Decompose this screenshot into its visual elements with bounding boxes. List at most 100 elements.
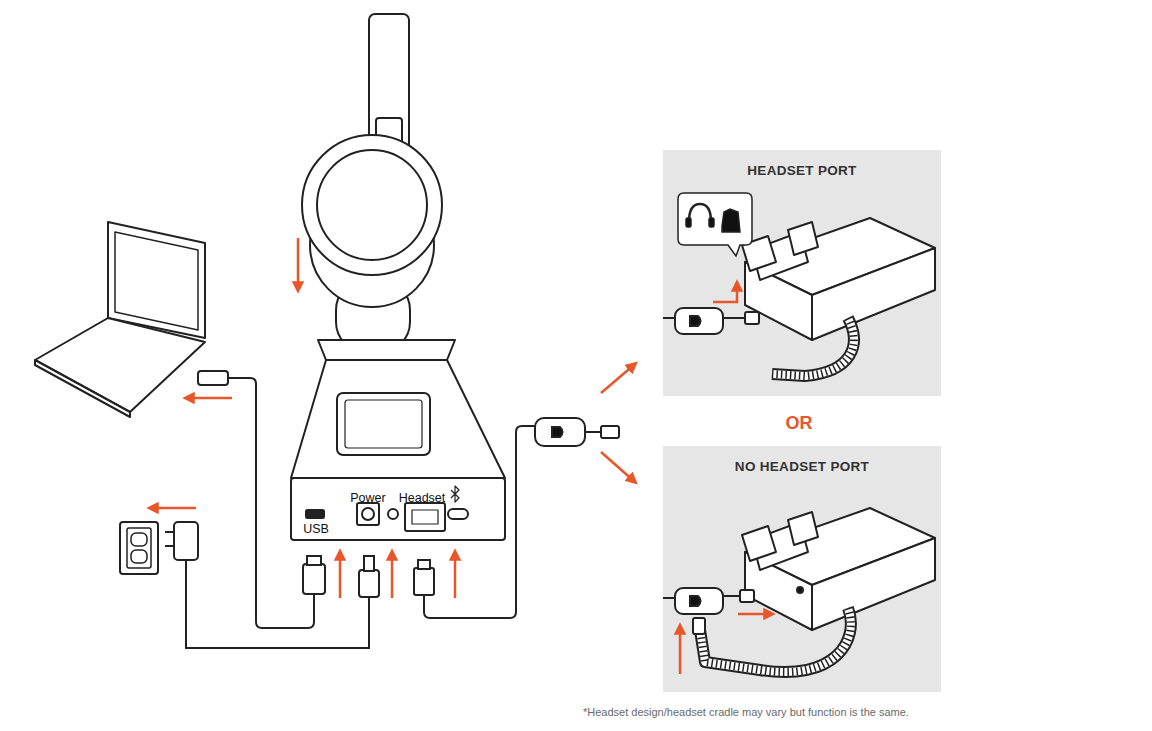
desk-phone-part — [788, 512, 818, 545]
port-label: Headset — [399, 491, 446, 505]
headset-part — [317, 150, 427, 260]
panel-title: NO HEADSET PORT — [663, 446, 941, 474]
port-icon-bubble-part — [709, 218, 714, 227]
port-icon-bubble-part — [686, 218, 691, 227]
headset-adapter-part — [723, 595, 740, 597]
power-plug-part — [364, 556, 374, 571]
panel-box: NO HEADSET PORT — [663, 446, 941, 692]
wall-outlet — [120, 522, 158, 574]
base-station-part — [412, 510, 438, 524]
headset-cable-part — [585, 431, 601, 433]
base-station-part — [405, 503, 445, 531]
power-plug — [359, 556, 379, 597]
base-station-part — [318, 340, 455, 360]
desk-phone-part — [788, 222, 818, 255]
headset-adapter — [663, 588, 754, 634]
headset-cable-part — [535, 418, 585, 446]
desk-phone-part — [745, 508, 935, 585]
port-icon-bubble-part — [722, 209, 740, 232]
desk-phone — [742, 218, 935, 376]
laptop-part — [108, 222, 205, 338]
direction-arrow-part — [186, 397, 232, 400]
headset-cable-part — [601, 426, 619, 438]
headset-adapter-part — [663, 597, 676, 599]
base-station-part — [291, 360, 505, 478]
usb-cable-part — [303, 564, 325, 594]
power-adapter-part — [165, 545, 174, 547]
port-icon-bubble-part — [678, 193, 752, 256]
base-station-part — [362, 508, 374, 520]
desk-phone — [700, 508, 935, 672]
port-label: Power — [350, 491, 385, 505]
base-station-part — [388, 509, 398, 519]
usb-cable — [228, 378, 325, 628]
headset-cable-part — [414, 568, 434, 595]
headset-part — [369, 14, 409, 154]
power-adapter-part — [174, 522, 198, 560]
base-station-part — [291, 478, 505, 540]
desk-phone-part — [812, 248, 935, 340]
headset-adapter-part — [745, 312, 759, 324]
footnote: *Headset design/headset cradle may vary … — [583, 706, 909, 718]
wall-outlet-part — [127, 528, 151, 568]
laptop-part — [115, 232, 198, 330]
headset-cable-part — [418, 560, 430, 569]
desk-phone-part — [752, 232, 808, 280]
headset-cable — [414, 418, 619, 618]
power-adapter — [165, 522, 369, 648]
headset — [302, 14, 442, 307]
desk-phone-part — [772, 318, 854, 376]
headset-part — [302, 135, 442, 275]
direction-arrow-part — [713, 283, 737, 302]
desk-phone-part — [812, 538, 935, 630]
laptop — [35, 222, 228, 417]
headset-cable-part — [552, 427, 563, 437]
desk-phone-part — [742, 236, 776, 271]
headset-part — [310, 183, 434, 307]
usb-cable-part — [228, 378, 314, 628]
base-station-part — [336, 280, 410, 352]
desk-phone-part — [797, 587, 803, 593]
laptop-part — [35, 318, 205, 412]
choice-label: OR — [786, 413, 813, 434]
headset-part — [376, 118, 402, 158]
port-label: USB — [303, 522, 329, 536]
base-station-part — [345, 400, 422, 448]
base-station-part — [451, 486, 459, 502]
headset-adapter-part — [740, 590, 754, 602]
power-adapter-part — [165, 531, 174, 533]
headset-adapter-part — [690, 316, 701, 326]
direction-arrow-part — [339, 552, 342, 598]
wall-outlet-part — [131, 550, 147, 563]
desk-phone-part — [700, 608, 851, 672]
direction-arrow-part — [297, 238, 300, 290]
wall-outlet-part — [131, 533, 147, 546]
desk-phone-part — [745, 262, 812, 340]
laptop-part — [35, 360, 130, 417]
headset-adapter-part — [675, 308, 723, 334]
panel-title: HEADSET PORT — [663, 150, 941, 178]
headset-adapter-part — [675, 588, 723, 614]
desk-phone-part — [752, 522, 808, 570]
headset-adapter-part — [690, 596, 701, 606]
port-icon-bubble — [678, 193, 752, 256]
desk-phone-part — [745, 218, 935, 295]
desk-phone-part — [700, 608, 851, 672]
desk-phone-part — [700, 608, 851, 672]
base-station-part — [306, 510, 324, 518]
base-station — [291, 280, 505, 540]
panel-box: HEADSET PORT — [663, 150, 941, 396]
direction-arrow — [150, 238, 772, 674]
direction-arrow-part — [679, 626, 682, 674]
base-station-part — [337, 393, 430, 455]
headset-cable-part — [424, 426, 536, 618]
port-icon-bubble-part — [689, 204, 711, 222]
headset-adapter-part — [693, 618, 705, 634]
desk-phone-part — [745, 552, 812, 630]
usb-cable-part — [307, 556, 321, 565]
power-plug-part — [359, 570, 379, 597]
